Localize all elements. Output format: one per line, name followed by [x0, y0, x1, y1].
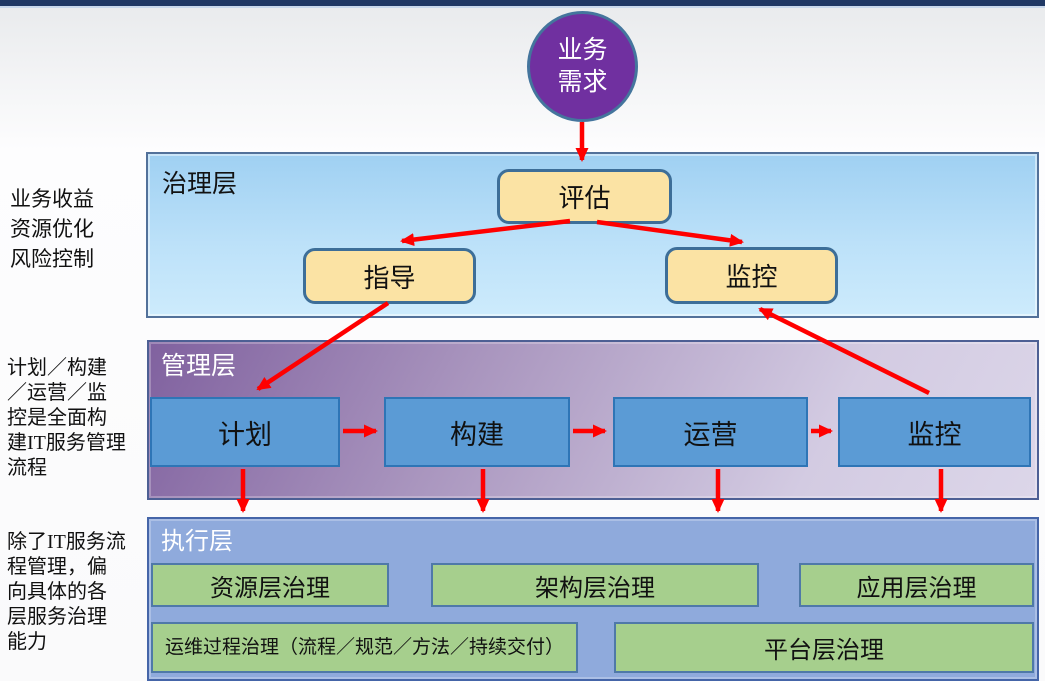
note-management: 计划／构建 ／运营／监 控是全面构 建IT服务管理 流程: [7, 357, 126, 479]
build-node: 构建: [384, 397, 570, 467]
governance-layer: 治理层 评估 指导 监控: [146, 152, 1039, 318]
application-governance-node: 应用层治理: [799, 563, 1034, 607]
resource-governance-node: 资源层治理: [151, 563, 389, 607]
governance-layer-title: 治理层: [162, 171, 238, 198]
direct-node: 指导: [303, 248, 476, 304]
note-execution: 除了IT服务流 程管理，偏 向具体的各 层服务治理 能力: [7, 531, 126, 653]
operations-governance-node: 运维过程治理（流程／规范／方法／持续交付）: [151, 622, 578, 673]
execution-layer: 执行层 资源层治理 架构层治理 应用层治理 运维过程治理（流程／规范／方法／持续…: [147, 517, 1039, 681]
platform-governance-node: 平台层治理: [614, 622, 1034, 673]
monitor-node-management: 监控: [838, 397, 1031, 467]
architecture-governance-node: 架构层治理: [431, 563, 759, 607]
management-layer: 管理层 计划 构建 运营 监控: [147, 340, 1039, 500]
plan-node: 计划: [150, 397, 340, 467]
monitor-node-governance: 监控: [665, 247, 838, 304]
business-need-circle: 业务 需求: [527, 11, 638, 122]
top-bar: [0, 0, 1045, 8]
operate-node: 运营: [613, 397, 808, 467]
execution-layer-title: 执行层: [161, 529, 233, 555]
management-layer-title: 管理层: [161, 353, 237, 380]
evaluate-node: 评估: [497, 169, 672, 224]
note-governance: 业务收益 资源优化 风险控制: [10, 187, 94, 271]
